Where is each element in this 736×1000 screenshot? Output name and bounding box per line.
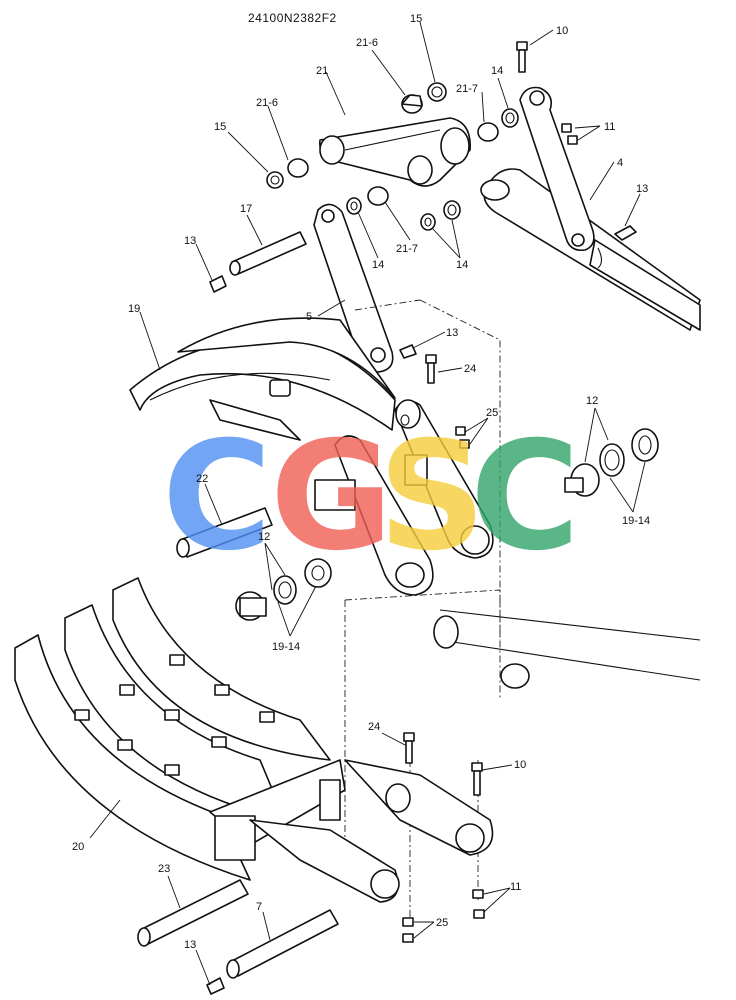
callout-7: 7 (256, 901, 262, 913)
callout-21-6-left: 21-6 (256, 97, 278, 109)
drawing-number: 24100N2382F2 (248, 11, 337, 25)
nuts-25-top (455, 426, 470, 449)
pin-17 (209, 231, 307, 293)
callout-25-bottom: 25 (436, 917, 448, 929)
callout-22: 22 (196, 473, 208, 485)
pin-22 (176, 507, 273, 558)
callout-13-bottom: 13 (184, 939, 196, 951)
top-hardware (516, 41, 637, 241)
pin-23 (137, 879, 249, 947)
watermark-letter-c1: C (162, 410, 272, 584)
callout-11-bottom: 11 (510, 881, 521, 893)
callout-21-7-top: 21-7 (456, 83, 478, 95)
callout-13-left: 13 (184, 235, 196, 247)
thumb-19 (129, 317, 396, 441)
callout-19: 19 (128, 303, 140, 315)
callout-15-top: 15 (410, 13, 422, 25)
callout-13-mid: 13 (446, 327, 458, 339)
callout-12-left: 12 (258, 531, 270, 543)
callout-14-mid-b: 14 (456, 259, 468, 271)
callout-11-top: 11 (604, 121, 615, 133)
callout-10-top: 10 (556, 25, 568, 37)
bushing-12-right (564, 428, 659, 497)
callout-21: 21 (316, 65, 328, 77)
callout-10-bottom: 10 (514, 759, 526, 771)
callout-24-top: 24 (464, 363, 476, 375)
callout-12-right: 12 (586, 395, 598, 407)
callout-23: 23 (158, 863, 170, 875)
rake-20 (14, 577, 346, 881)
callout-25-top: 25 (486, 407, 498, 419)
callout-14-top: 14 (491, 65, 503, 77)
pin-7 (206, 909, 339, 995)
callout-14-mid-a: 14 (372, 259, 384, 271)
boom-arm (480, 168, 701, 331)
bushings-top (266, 82, 519, 231)
callout-21-6-top: 21-6 (356, 37, 378, 49)
bottom-hardware (402, 732, 485, 943)
link-4 (519, 86, 595, 252)
callout-4: 4 (617, 157, 623, 169)
watermark-letter-g: G (270, 410, 393, 584)
leader-lines (89, 21, 646, 986)
bushing-12-left (235, 558, 332, 621)
bracket-plates (314, 399, 494, 596)
watermark-letter-c2: C (470, 410, 580, 584)
lower-bracket (249, 759, 494, 903)
callout-17: 17 (240, 203, 252, 215)
callout-5: 5 (306, 311, 312, 323)
callout-15-left: 15 (214, 121, 226, 133)
callout-20: 20 (72, 841, 84, 853)
callout-19-14-right: 19-14 (622, 515, 650, 527)
watermark: C G S C (162, 410, 580, 584)
callout-labels: 10 15 21-6 21 21-7 14 11 4 13 21-6 15 17… (72, 13, 650, 951)
watermark-letter-s: S (378, 410, 486, 584)
callout-13-right: 13 (636, 183, 648, 195)
bolt-24-top (425, 354, 437, 384)
callout-21-7-mid: 21-7 (396, 243, 418, 255)
upper-link-21 (319, 117, 471, 187)
callout-19-14-left: 19-14 (272, 641, 300, 653)
callout-24-bottom: 24 (368, 721, 380, 733)
arm-lower (433, 609, 701, 689)
